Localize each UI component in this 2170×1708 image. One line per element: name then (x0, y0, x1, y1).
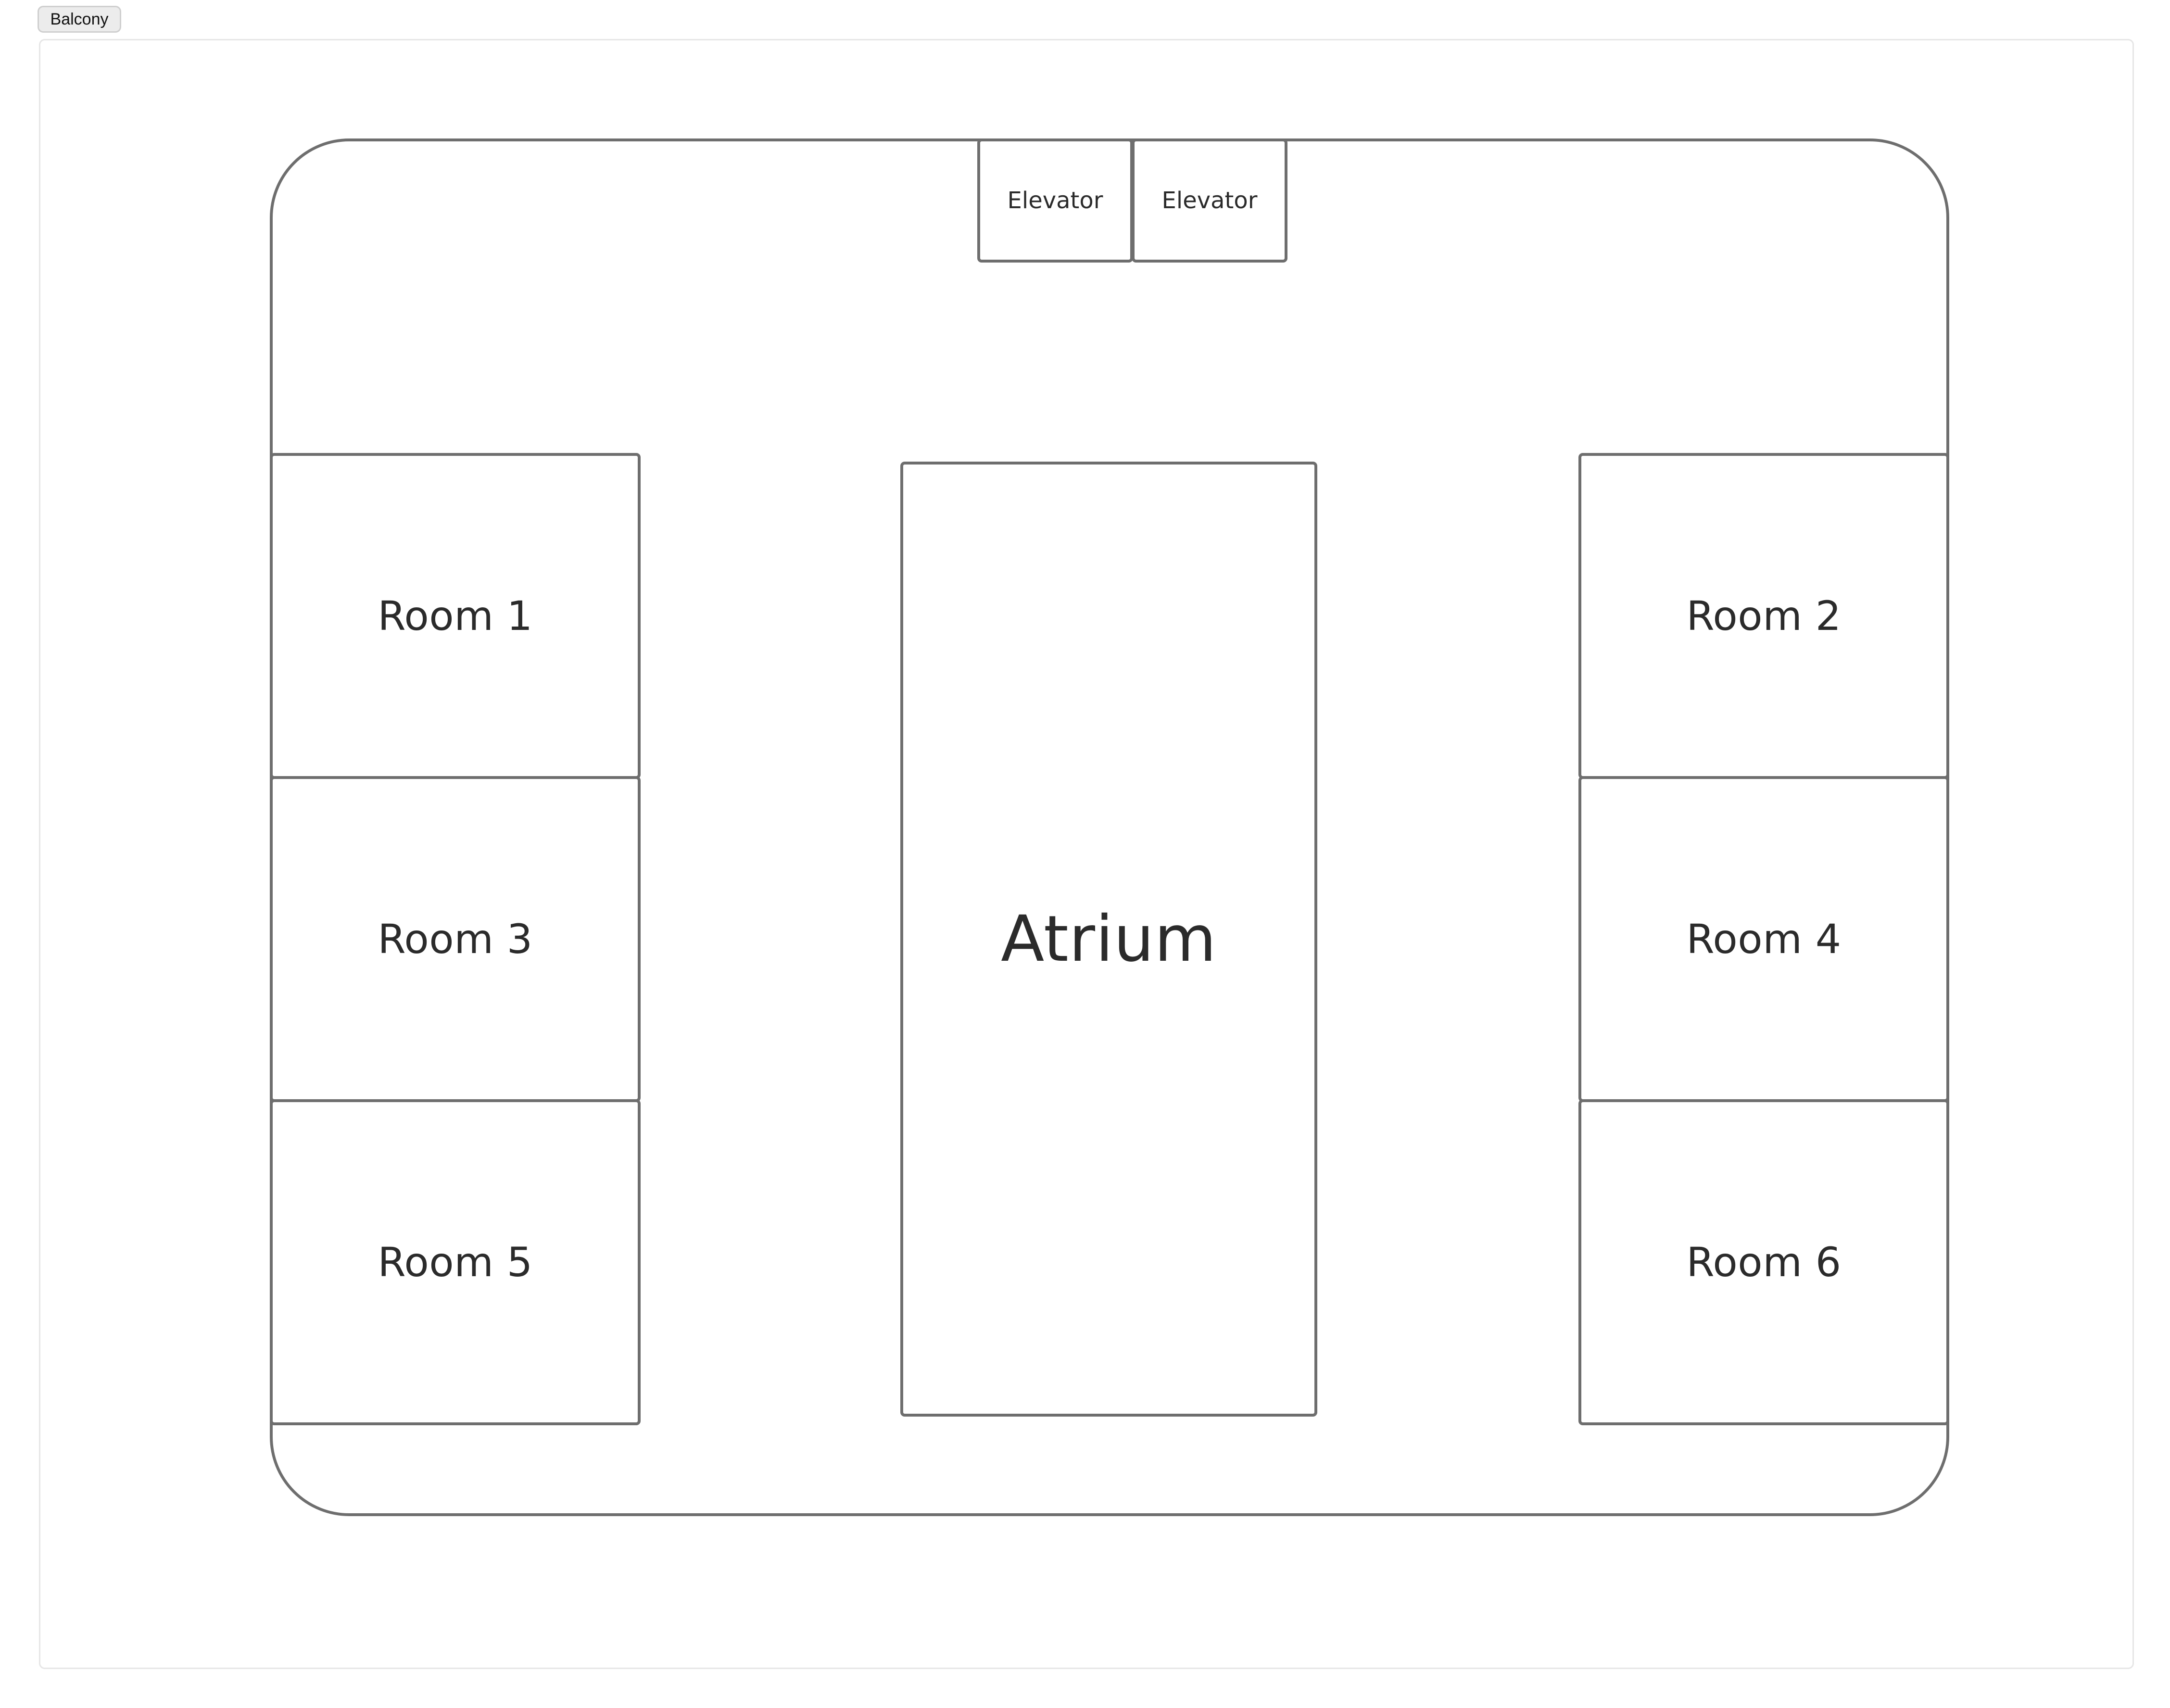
room-2[interactable]: Room 2 (1578, 453, 1949, 779)
room-6[interactable]: Room 6 (1578, 1099, 1949, 1425)
atrium-label: Atrium (1001, 902, 1217, 976)
room-3-label: Room 3 (378, 916, 533, 963)
elevator-1-label: Elevator (1007, 187, 1103, 214)
room-3[interactable]: Room 3 (270, 776, 641, 1102)
room-5-label: Room 5 (378, 1239, 533, 1286)
balcony-button[interactable]: Balcony (38, 6, 121, 33)
room-1-label: Room 1 (378, 592, 533, 640)
room-6-label: Room 6 (1686, 1239, 1842, 1286)
room-1[interactable]: Room 1 (270, 453, 641, 779)
room-4-label: Room 4 (1686, 916, 1842, 963)
room-2-label: Room 2 (1686, 592, 1842, 640)
elevator-2-label: Elevator (1161, 187, 1258, 214)
atrium[interactable]: Atrium (900, 462, 1317, 1417)
room-5[interactable]: Room 5 (270, 1099, 641, 1425)
elevator-2[interactable]: Elevator (1132, 138, 1287, 263)
room-4[interactable]: Room 4 (1578, 776, 1949, 1102)
elevator-1[interactable]: Elevator (977, 138, 1133, 263)
